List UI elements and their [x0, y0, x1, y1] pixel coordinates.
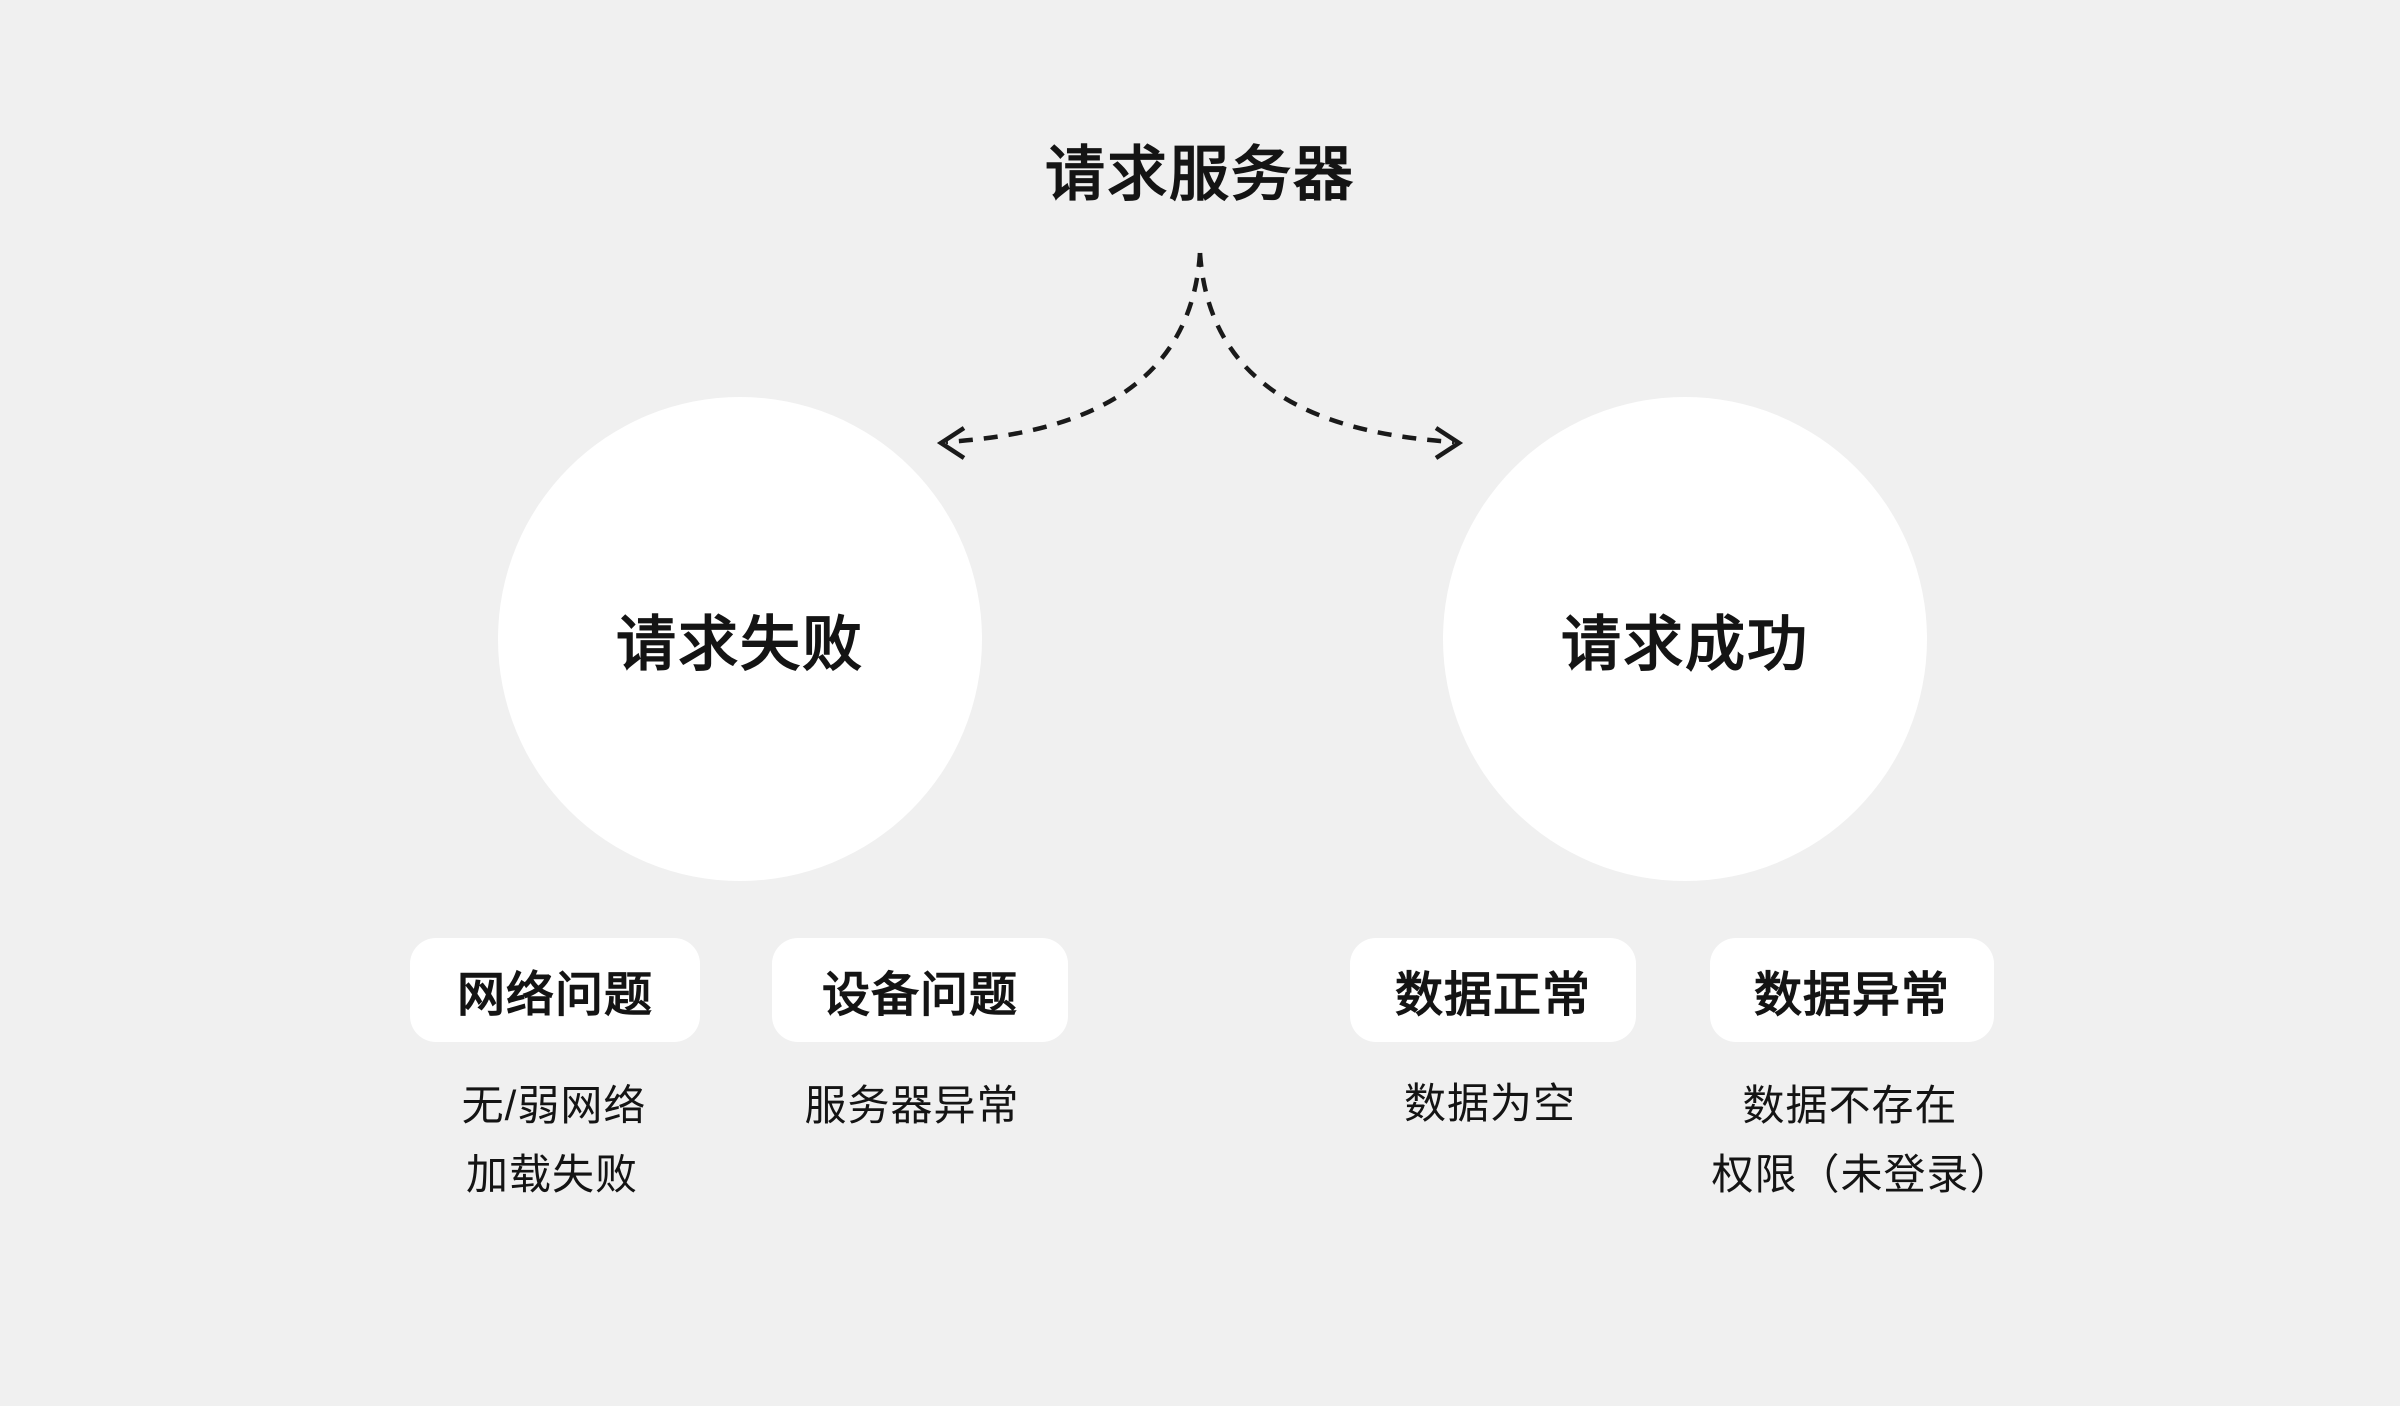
chip-device-problem-label: 设备问题 — [821, 969, 1018, 1022]
chip-data-normal: 数据正常 — [1350, 938, 1636, 1042]
root-node-label: 请求服务器 — [1045, 141, 1355, 208]
arrowhead-right-icon — [1434, 426, 1464, 460]
note-no-weak-network: 无/弱网络 — [461, 1082, 647, 1129]
note-server-exception: 服务器异常 — [804, 1082, 1020, 1129]
chip-data-normal-label: 数据正常 — [1394, 969, 1591, 1022]
chip-data-abnormal: 数据异常 — [1710, 938, 1994, 1042]
branch-curve-right — [1197, 252, 1455, 445]
note-data-not-exist: 数据不存在 — [1742, 1082, 1958, 1129]
chip-network-problem: 网络问题 — [410, 938, 700, 1042]
branch-curve-left — [945, 252, 1203, 445]
note-load-failed: 加载失败 — [465, 1151, 639, 1198]
note-data-empty: 数据为空 — [1403, 1080, 1577, 1127]
arrowhead-left-icon — [936, 426, 966, 460]
node-request-failed: 请求失败 — [498, 397, 982, 881]
note-permission-not-logged-in: 权限（未登录） — [1711, 1151, 2013, 1198]
chip-data-abnormal-label: 数据异常 — [1753, 969, 1950, 1022]
node-request-success: 请求成功 — [1443, 397, 1927, 881]
node-request-failed-label: 请求失败 — [616, 610, 864, 678]
node-request-success-label: 请求成功 — [1561, 610, 1809, 678]
chip-network-problem-label: 网络问题 — [456, 969, 653, 1022]
chip-device-problem: 设备问题 — [772, 938, 1068, 1042]
